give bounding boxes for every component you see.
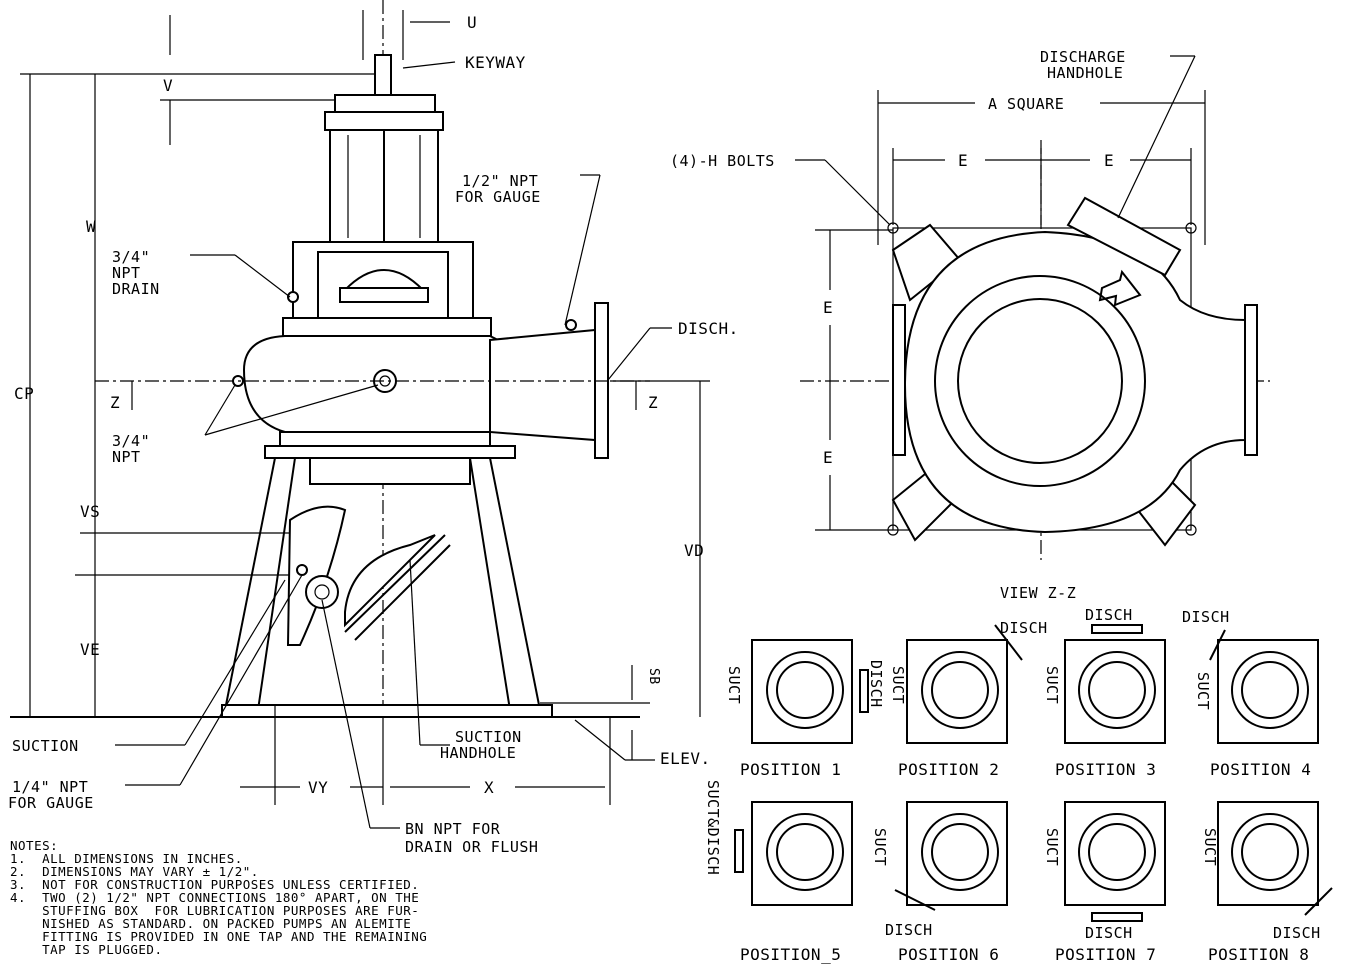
view-zz bbox=[795, 55, 1270, 560]
position-label: POSITION 6 bbox=[898, 945, 999, 964]
label-z-right: Z bbox=[648, 393, 658, 412]
label-npt14-line2: FOR GAUGE bbox=[8, 794, 94, 812]
position-label: POSITION 2 bbox=[898, 760, 999, 779]
label-drain-line3: DRAIN bbox=[112, 280, 160, 298]
label-elev: ELEV. bbox=[660, 749, 711, 768]
position-label: POSITION_5 bbox=[740, 945, 841, 964]
suct-label: SUCT bbox=[1201, 828, 1219, 866]
note-line: 4. TWO (2) 1/2" NPT CONNECTIONS 180° APA… bbox=[10, 890, 419, 905]
note-line: 3. NOT FOR CONSTRUCTION PURPOSES UNLESS … bbox=[10, 877, 419, 892]
position-diagrams bbox=[734, 624, 1333, 922]
suct-label: SUCT bbox=[871, 828, 889, 866]
label-w: W bbox=[86, 217, 96, 236]
position-label: POSITION 8 bbox=[1208, 945, 1309, 964]
label-gauge-npt-line2: FOR GAUGE bbox=[455, 188, 541, 206]
position-6-icon bbox=[894, 801, 1008, 911]
position-3-icon bbox=[1064, 624, 1166, 744]
label-suction-handhole-line2: HANDHOLE bbox=[440, 744, 516, 762]
label-discharge-handhole-line1: DISCHARGE bbox=[1040, 48, 1126, 66]
disch-label: DISCH bbox=[1085, 924, 1133, 942]
position-labels: SUCT DISCH SUCT DISCH SUCT DISCH DISCH S… bbox=[704, 606, 1321, 964]
disch-label: DISCH bbox=[885, 921, 933, 939]
suct-disch-label: SUCT&DISCH bbox=[704, 780, 722, 875]
note-line: FITTING IS PROVIDED IN ONE TAP AND THE R… bbox=[10, 929, 427, 944]
label-bn-line2: DRAIN OR FLUSH bbox=[405, 838, 538, 856]
label-npt34-line2: NPT bbox=[112, 448, 141, 466]
label-view-zz: VIEW Z-Z bbox=[1000, 584, 1076, 602]
label-x: X bbox=[484, 778, 494, 797]
label-keyway: KEYWAY bbox=[465, 53, 526, 72]
note-line: 1. ALL DIMENSIONS IN INCHES. bbox=[10, 851, 243, 866]
position-2-icon bbox=[906, 624, 1023, 744]
label-vs: VS bbox=[80, 502, 100, 521]
view-zz-labels: DISCHARGE HANDHOLE A SQUARE (4)-H BOLTS … bbox=[670, 48, 1126, 602]
note-line: STUFFING BOX FOR LUBRICATION PURPOSES AR… bbox=[10, 903, 419, 918]
label-sb: SB bbox=[646, 668, 661, 685]
label-npt34-line1: 3/4" bbox=[112, 432, 150, 450]
elevation-view bbox=[10, 0, 710, 829]
position-5-icon bbox=[734, 801, 853, 906]
suct-label: SUCT bbox=[1194, 672, 1212, 710]
position-label: POSITION 7 bbox=[1055, 945, 1156, 964]
label-npt14-line1: 1/4" NPT bbox=[12, 778, 88, 796]
position-8-icon bbox=[1217, 801, 1333, 916]
label-cp: CP bbox=[14, 384, 34, 403]
label-u: U bbox=[467, 13, 477, 32]
position-1-icon bbox=[751, 639, 869, 744]
label-disch: DISCH. bbox=[678, 319, 739, 338]
disch-label: DISCH bbox=[1000, 619, 1048, 637]
suct-label: SUCT bbox=[889, 666, 907, 704]
position-label: POSITION 1 bbox=[740, 760, 841, 779]
label-drain-line2: NPT bbox=[112, 264, 141, 282]
label-discharge-handhole-line2: HANDHOLE bbox=[1047, 64, 1123, 82]
label-suction-handhole-line1: SUCTION bbox=[455, 728, 522, 746]
label-vy: VY bbox=[308, 778, 328, 797]
label-e-side-upper: E bbox=[823, 298, 833, 317]
label-vd: VD bbox=[684, 541, 704, 560]
label-v: V bbox=[163, 76, 173, 95]
position-label: POSITION 3 bbox=[1055, 760, 1156, 779]
label-gauge-npt-line1: 1/2" NPT bbox=[462, 172, 538, 190]
disch-label: DISCH bbox=[1085, 606, 1133, 624]
elevation-labels: U V KEYWAY W CP 1/2" NPT FOR GAUGE 3/4" … bbox=[8, 13, 739, 856]
label-drain-line1: 3/4" bbox=[112, 248, 150, 266]
position-label: POSITION 4 bbox=[1210, 760, 1311, 779]
label-suction: SUCTION bbox=[12, 737, 79, 755]
suct-label: SUCT bbox=[1043, 666, 1061, 704]
disch-label: DISCH bbox=[1273, 924, 1321, 942]
label-e-side-lower: E bbox=[823, 448, 833, 467]
notes-block: NOTES: 1. ALL DIMENSIONS IN INCHES. 2. D… bbox=[10, 838, 427, 957]
notes-title: NOTES: bbox=[10, 838, 58, 853]
position-7-icon bbox=[1064, 801, 1166, 922]
note-line: NISHED AS STANDARD. ON PACKED PUMPS AN A… bbox=[10, 916, 411, 931]
note-line: 2. DIMENSIONS MAY VARY ± 1/2". bbox=[10, 864, 259, 879]
label-bn-line1: BN NPT FOR bbox=[405, 820, 501, 838]
note-line: TAP IS PLUGGED. bbox=[10, 942, 163, 957]
suct-label: SUCT bbox=[725, 666, 743, 704]
disch-label: DISCH bbox=[867, 660, 885, 708]
position-4-icon bbox=[1209, 629, 1319, 744]
disch-label: DISCH bbox=[1182, 608, 1230, 626]
label-z-left: Z bbox=[110, 393, 120, 412]
label-a-square: A SQUARE bbox=[988, 95, 1064, 113]
suct-label: SUCT bbox=[1043, 828, 1061, 866]
label-e-top-left: E bbox=[958, 151, 968, 170]
label-ve: VE bbox=[80, 640, 100, 659]
label-h-bolts: (4)-H BOLTS bbox=[670, 152, 775, 170]
label-e-top-right: E bbox=[1104, 151, 1114, 170]
